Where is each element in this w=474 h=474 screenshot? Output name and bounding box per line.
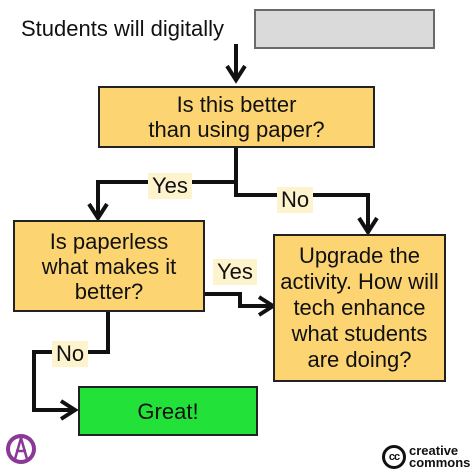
prompt-blank-field[interactable] bbox=[254, 9, 435, 49]
question2-box: Is paperless what makes it better? bbox=[13, 220, 205, 312]
edge-label-q1-no: No bbox=[277, 187, 314, 213]
creative-commons-badge: cc creative commons bbox=[382, 443, 471, 470]
edge-label-q2-no: No bbox=[52, 341, 89, 367]
great-box: Great! bbox=[78, 386, 258, 436]
arrow-question2-yes-to-upgrade bbox=[204, 292, 272, 308]
prompt-text: Students will digitally bbox=[21, 16, 224, 41]
cc-line2: commons bbox=[409, 455, 471, 470]
cc-icon: cc bbox=[382, 445, 406, 469]
question1-box: Is this better than using paper? bbox=[98, 86, 375, 148]
arrow-question2-no-to-great bbox=[32, 312, 110, 412]
edge-label-q2-yes: Yes bbox=[213, 259, 257, 285]
logo-icon bbox=[4, 431, 38, 467]
cc-line1: creative bbox=[409, 443, 459, 458]
edge-label-q1-yes: Yes bbox=[148, 173, 192, 199]
upgrade-box: Upgrade the activity. How will tech enha… bbox=[273, 234, 446, 382]
